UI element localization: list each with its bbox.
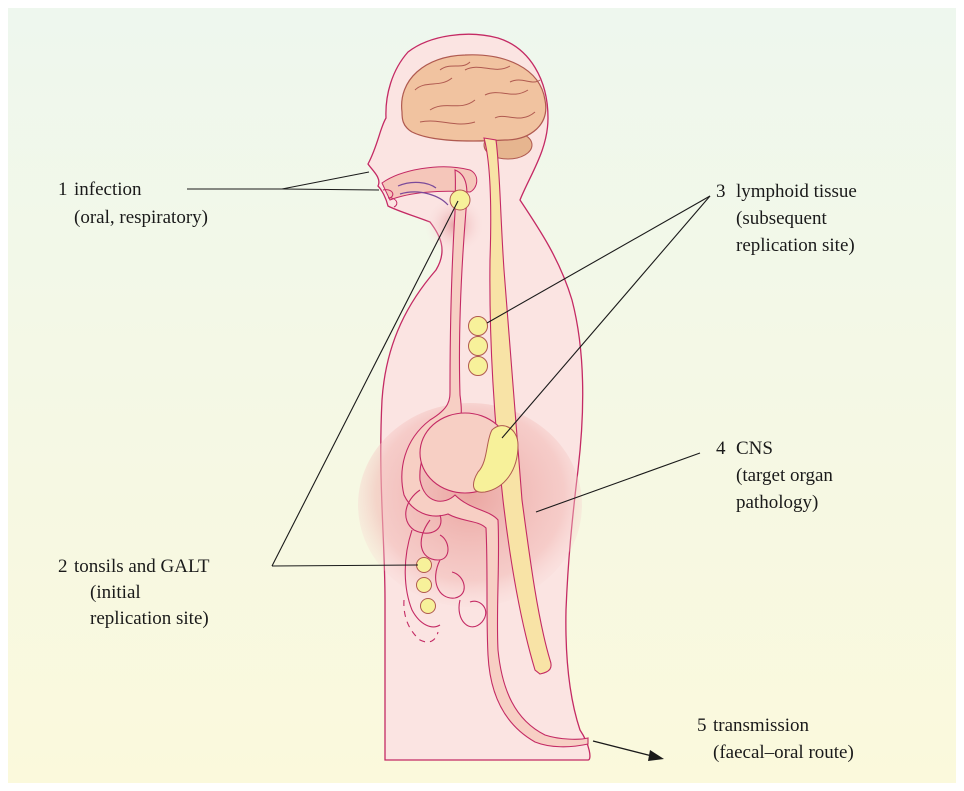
svg-text:2: 2 — [58, 556, 68, 577]
svg-text:(faecal–oral route): (faecal–oral route) — [713, 742, 854, 763]
galt-node — [417, 578, 432, 593]
svg-text:replication site): replication site) — [90, 608, 209, 629]
svg-text:4: 4 — [716, 438, 726, 459]
svg-text:(subsequent: (subsequent — [736, 208, 827, 229]
svg-text:(initial: (initial — [90, 582, 141, 603]
tonsil-node — [450, 190, 470, 210]
galt-node — [421, 599, 436, 614]
svg-text:(oral, respiratory): (oral, respiratory) — [74, 207, 208, 228]
svg-text:tonsils and GALT: tonsils and GALT — [74, 556, 210, 577]
lymph-node — [469, 337, 488, 356]
svg-text:replication site): replication site) — [736, 235, 855, 256]
galt-node — [417, 558, 432, 573]
svg-text:lymphoid tissue: lymphoid tissue — [736, 181, 857, 202]
svg-text:1: 1 — [58, 179, 68, 200]
svg-text:(target organ: (target organ — [736, 465, 833, 486]
svg-text:transmission: transmission — [713, 715, 810, 736]
lymph-node — [469, 357, 488, 376]
svg-text:3: 3 — [716, 181, 726, 202]
svg-text:pathology): pathology) — [736, 492, 818, 513]
lymph-node — [469, 317, 488, 336]
svg-text:5: 5 — [697, 715, 707, 736]
svg-text:infection: infection — [74, 179, 142, 200]
svg-text:CNS: CNS — [736, 438, 773, 459]
